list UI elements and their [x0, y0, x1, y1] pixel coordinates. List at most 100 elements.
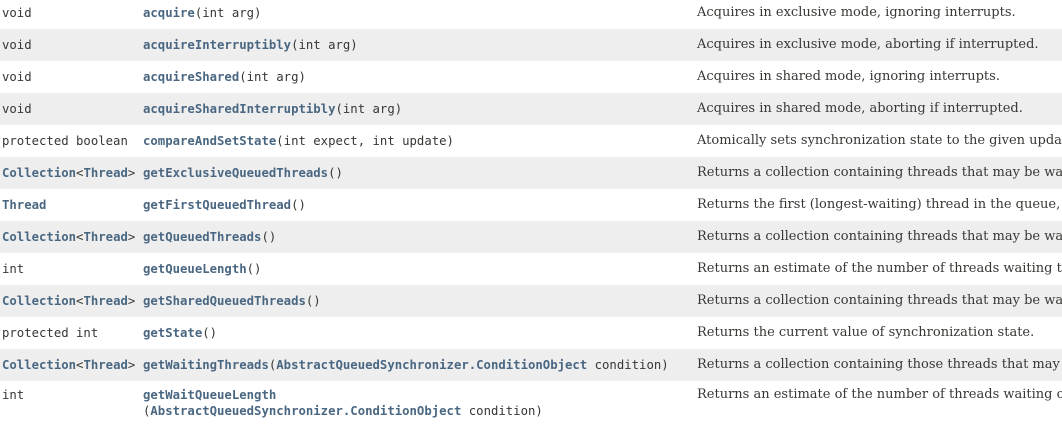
table-row: void acquireInterruptibly(int arg)Acquire…: [0, 29, 1062, 61]
code-text: protected int: [2, 326, 99, 340]
table-row: protected boolean compareAndSetState(int …: [0, 125, 1062, 157]
method-cell: acquireSharedInterruptibly(int arg): [143, 93, 697, 125]
modifier-type-cell: Collection<Thread>: [0, 221, 143, 253]
code-text: void: [2, 70, 32, 84]
description-cell: Acquires in exclusive mode, ignoring int…: [697, 5, 1016, 20]
code-text: >: [127, 230, 136, 244]
modifier-type-cell: void: [0, 93, 143, 125]
code-text: (): [246, 262, 262, 276]
method-cell: getQueuedThreads(): [143, 221, 697, 253]
modifier-type-cell: protected int: [0, 317, 143, 349]
modifier-type-cell: void: [0, 29, 143, 61]
description-cell: Returns the current value of synchroniza…: [697, 325, 1035, 340]
type-link[interactable]: Thread: [83, 294, 128, 308]
description-cell: Atomically sets synchronization state to…: [697, 133, 1062, 148]
type-link[interactable]: Thread: [2, 198, 47, 212]
method-name-link[interactable]: getWaitQueueLength: [143, 388, 277, 402]
description-cell: Returns a collection containing threads …: [697, 293, 1062, 308]
type-link[interactable]: Collection: [2, 166, 77, 180]
method-name-link[interactable]: getWaitingThreads: [143, 358, 269, 372]
method-cell: getExclusiveQueuedThreads(): [143, 157, 697, 189]
code-text: int: [2, 388, 25, 402]
method-name-link[interactable]: acquireInterruptibly: [143, 38, 292, 52]
code-text: condition): [461, 404, 543, 418]
method-name-link[interactable]: getExclusiveQueuedThreads: [143, 166, 329, 180]
method-name-link[interactable]: compareAndSetState: [143, 134, 277, 148]
code-text: (int expect, int update): [276, 134, 454, 148]
method-name-link[interactable]: getFirstQueuedThread: [143, 198, 292, 212]
type-link[interactable]: Collection: [2, 358, 77, 372]
code-text: void: [2, 102, 32, 116]
code-text: >: [127, 166, 136, 180]
code-text: <: [76, 166, 84, 180]
description-cell: Returns an estimate of the number of thr…: [697, 387, 1062, 402]
code-text: void: [2, 6, 32, 20]
method-name-link[interactable]: getState: [143, 326, 203, 340]
modifier-type-cell: int: [0, 253, 143, 285]
method-cell: getWaitQueueLength(AbstractQueuedSynchro…: [143, 381, 697, 424]
code-text: (int arg): [239, 70, 306, 84]
method-name-link[interactable]: getSharedQueuedThreads: [143, 294, 306, 308]
code-text: (int arg): [194, 6, 262, 20]
method-name-link[interactable]: getQueuedThreads: [143, 230, 262, 244]
code-text: >: [127, 358, 136, 372]
description-cell: Returns a collection containing threads …: [697, 165, 1062, 180]
type-link[interactable]: Collection: [2, 294, 77, 308]
description-cell: Returns a collection containing those th…: [697, 357, 1062, 372]
code-text: int: [2, 262, 25, 276]
code-text: (): [202, 326, 218, 340]
method-name-link[interactable]: AbstractQueuedSynchronizer.ConditionObje…: [150, 404, 462, 418]
description-cell: Returns the first (longest-waiting) thre…: [697, 197, 1062, 212]
code-text: (int arg): [335, 102, 403, 116]
method-name-link[interactable]: AbstractQueuedSynchronizer.ConditionObje…: [276, 358, 588, 372]
code-text: (): [305, 294, 321, 308]
table-row: Collection<Thread>getWaitingThreads(Abst…: [0, 349, 1062, 381]
code-text: >: [127, 294, 136, 308]
code-text: (): [291, 198, 306, 212]
type-link[interactable]: Thread: [83, 166, 128, 180]
modifier-type-cell: Collection<Thread>: [0, 349, 143, 381]
modifier-type-cell: Collection<Thread>: [0, 157, 143, 189]
table-row: Collection<Thread> getSharedQueuedThreads…: [0, 285, 1062, 317]
code-text: <: [76, 230, 84, 244]
description-cell: Returns a collection containing threads …: [697, 229, 1062, 244]
modifier-type-cell: void: [0, 61, 143, 93]
description-cell: Acquires in exclusive mode, aborting if …: [697, 37, 1039, 52]
code-text: <: [76, 294, 84, 308]
table-row: Collection<Thread>getQueuedThreads()Retu…: [0, 221, 1062, 253]
code-text: void: [2, 38, 32, 52]
method-name-link[interactable]: acquireSharedInterruptibly: [143, 102, 336, 116]
table-row: Collection<Thread>getExclusiveQueuedThre…: [0, 157, 1062, 189]
code-text: (: [268, 358, 277, 372]
method-cell: getSharedQueuedThreads(): [143, 285, 697, 317]
code-text: condition): [587, 358, 669, 372]
method-cell: getState(): [143, 317, 697, 349]
table-row: int getWaitQueueLength(AbstractQueuedSync…: [0, 381, 1062, 424]
method-cell: getFirstQueuedThread(): [143, 189, 697, 221]
type-link[interactable]: Thread: [83, 358, 128, 372]
code-text: <: [76, 358, 84, 372]
method-cell: getQueueLength(): [143, 253, 697, 285]
method-cell: acquireShared(int arg): [143, 61, 697, 93]
method-name-link[interactable]: acquireShared: [143, 70, 240, 84]
modifier-type-cell: void: [0, 0, 143, 29]
method-cell: acquireInterruptibly(int arg): [143, 29, 697, 61]
type-link[interactable]: Thread: [83, 230, 128, 244]
description-cell: Acquires in shared mode, ignoring interr…: [697, 69, 1000, 84]
modifier-type-cell: int: [0, 381, 143, 424]
modifier-type-cell: protected boolean: [0, 125, 143, 157]
code-text: protected boolean: [2, 134, 128, 148]
method-name-link[interactable]: acquire: [143, 6, 195, 20]
method-cell: compareAndSetState(int expect, int updat…: [143, 125, 697, 157]
method-name-link[interactable]: getQueueLength: [143, 262, 247, 276]
modifier-type-cell: Thread: [0, 189, 143, 221]
type-link[interactable]: Collection: [2, 230, 77, 244]
description-cell: Acquires in shared mode, aborting if int…: [697, 101, 1023, 116]
code-text: (): [328, 166, 343, 180]
